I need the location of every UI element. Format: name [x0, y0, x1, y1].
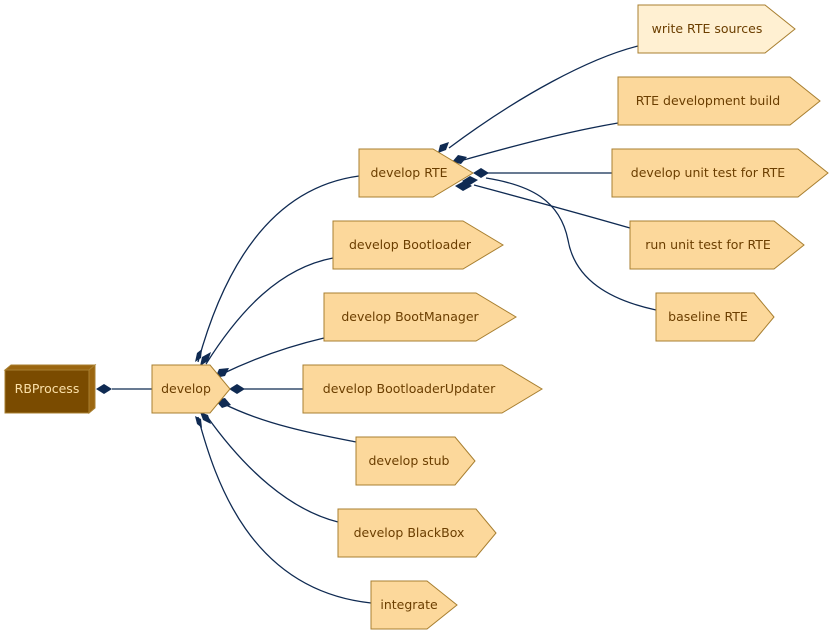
node-develop-bootmanager[interactable]: develop BootManager: [323, 292, 517, 342]
diamond-rte-build: [452, 155, 467, 164]
edge-develop-integrate: [197, 416, 372, 604]
node-label: develop BootManager: [341, 309, 479, 324]
diamond-root-develop: [96, 384, 112, 394]
node-shape: [617, 76, 821, 126]
diamond-rte-unitdev: [473, 168, 489, 178]
node-shape: [332, 220, 504, 270]
node-shape: [337, 508, 497, 558]
node-label: RBProcess: [15, 381, 80, 396]
diamond-develop-blackbox: [200, 412, 211, 424]
node-label: develop RTE: [370, 165, 447, 180]
edge-develop-bootloader: [205, 257, 334, 365]
node-rbprocess[interactable]: RBProcess: [3, 363, 97, 415]
node-develop-stub[interactable]: develop stub: [355, 436, 476, 486]
edge-develop-bootmanager: [221, 337, 325, 375]
diamond-develop-blupdater: [229, 384, 245, 394]
node-shape: [611, 148, 829, 198]
node-label: develop Bootloader: [349, 237, 472, 252]
node-develop[interactable]: develop: [151, 364, 231, 414]
node-label: baseline RTE: [668, 309, 748, 324]
node-shape: [358, 148, 474, 198]
node-label: develop BlackBox: [354, 525, 465, 540]
node-shape: [151, 364, 231, 414]
node-develop-unit-test-rte[interactable]: develop unit test for RTE: [611, 148, 829, 198]
node-label: RTE development build: [636, 93, 780, 108]
node-develop-blackbox[interactable]: develop BlackBox: [337, 508, 497, 558]
node-develop-bootloader[interactable]: develop Bootloader: [332, 220, 504, 270]
diamond-develop-bootloader: [200, 352, 211, 366]
node-shape: [655, 292, 775, 342]
edge-develop-rte: [197, 175, 360, 363]
node-develop-rte[interactable]: develop RTE: [358, 148, 474, 198]
node-baseline-rte[interactable]: baseline RTE: [655, 292, 775, 342]
edge-rte-write: [448, 45, 639, 149]
root-box-side: [88, 363, 96, 415]
node-shape: [302, 364, 543, 414]
diamond-develop-integrate: [195, 416, 202, 428]
node-integrate[interactable]: integrate: [370, 580, 458, 630]
node-label: develop unit test for RTE: [631, 165, 785, 180]
diamond-rte-baseline: [462, 176, 478, 185]
node-rte-development-build[interactable]: RTE development build: [617, 76, 821, 126]
diamond-develop-rte: [195, 349, 202, 362]
root-box-top: [3, 364, 97, 371]
node-label: develop stub: [368, 453, 449, 468]
root-box-front: [4, 369, 90, 414]
node-label: integrate: [380, 597, 438, 612]
edge-diamonds: [96, 142, 489, 428]
diamond-rte-write: [438, 142, 449, 153]
edge-develop-blackbox: [205, 414, 339, 523]
node-shape: [323, 292, 517, 342]
node-label: develop BootloaderUpdater: [323, 381, 496, 396]
node-develop-bootloaderupdater[interactable]: develop BootloaderUpdater: [302, 364, 543, 414]
node-shape: [355, 436, 476, 486]
node-shape: [629, 220, 805, 270]
edge-rte-build: [459, 122, 619, 162]
edge-rte-unitrun: [473, 184, 631, 229]
edge-develop-stub: [221, 402, 357, 443]
node-label: write RTE sources: [652, 21, 763, 36]
edge-rte-baseline: [485, 177, 657, 311]
node-label: develop: [161, 381, 211, 396]
node-shape: [637, 4, 796, 54]
node-write-rte-sources[interactable]: write RTE sources: [637, 4, 796, 54]
node-shape: [370, 580, 458, 630]
edges: [112, 45, 657, 604]
node-run-unit-test-rte[interactable]: run unit test for RTE: [629, 220, 805, 270]
node-label: run unit test for RTE: [645, 237, 771, 252]
